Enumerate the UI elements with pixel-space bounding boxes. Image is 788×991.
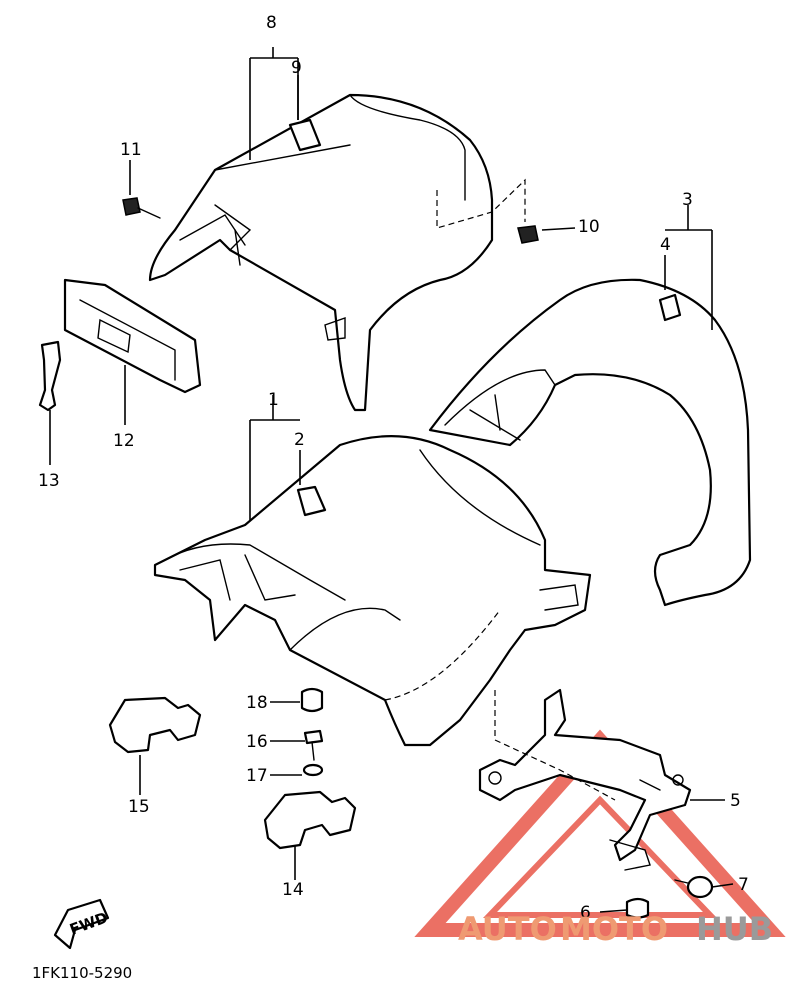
callout-15: 15 [128,797,150,817]
callout-18: 18 [246,693,268,713]
callout-16: 16 [246,732,268,752]
hook-15 [108,696,202,754]
callout-7: 7 [738,875,749,895]
watermark-hub: HUB [696,910,773,948]
front-seat [153,435,592,747]
callout-labels: 8 9 11 10 3 4 12 13 1 2 18 16 17 15 14 5… [38,13,749,923]
callout-9: 9 [291,58,302,78]
screw-16 [303,729,324,761]
callout-8: 8 [266,13,277,33]
rear-seat-cover [148,93,494,412]
callout-6: 6 [580,903,591,923]
callout-1: 1 [268,390,279,410]
rear-cowl [428,278,752,607]
bolt-11 [122,197,161,219]
nut-10 [517,225,539,244]
callout-4: 4 [660,235,671,255]
strap-13 [38,340,62,412]
washer-17 [302,763,324,777]
watermark-logo [414,729,786,937]
hook-14 [263,790,357,850]
diagram-code: 1FK110-5290 [32,964,132,982]
callout-17: 17 [246,766,268,786]
callout-13: 13 [38,471,60,491]
callout-2: 2 [294,430,305,450]
callout-12: 12 [113,431,135,451]
bracket-12 [63,278,202,394]
callout-10: 10 [578,217,600,237]
callout-5: 5 [730,791,741,811]
callout-11: 11 [120,140,142,160]
cap-18 [300,687,324,713]
fwd-arrow-icon: FWD [53,898,110,950]
watermark-auto: AUTO [458,910,557,948]
callout-3: 3 [682,190,693,210]
cap-6 [625,897,650,919]
seat-lock-bracket [478,688,692,871]
watermark-text: AUTO MOTO HUB [458,910,773,948]
leader-lines [49,47,734,913]
callout-14: 14 [282,880,304,900]
knob-7 [674,875,714,899]
watermark-moto: MOTO [560,910,668,948]
